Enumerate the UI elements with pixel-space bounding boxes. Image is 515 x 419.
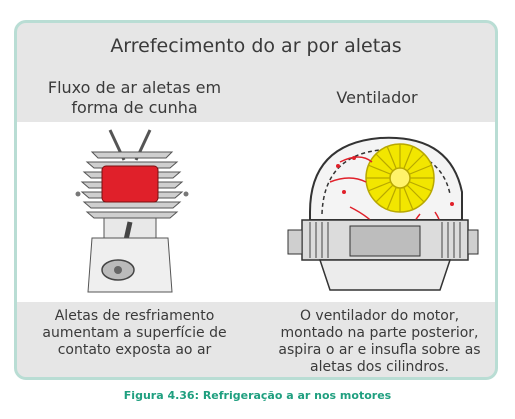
fan-engine-illustration bbox=[287, 136, 479, 291]
right-description: O ventilador do motor, montado na parte … bbox=[278, 308, 481, 375]
left-heading: Fluxo de ar aletas em forma de cunha bbox=[47, 78, 222, 117]
figure-caption: Figura 4.36: Refrigeração a ar nos motor… bbox=[123, 389, 392, 402]
figure-panel: Arrefecimento do ar por aletas Fluxo de … bbox=[14, 20, 498, 380]
cooling-fan-icon bbox=[365, 143, 435, 213]
finned-cylinder-illustration bbox=[75, 129, 189, 293]
figure-title: Arrefecimento do ar por aletas bbox=[110, 35, 402, 57]
left-description: Aletas de resfriamento aumentam a superf… bbox=[42, 308, 227, 358]
right-heading: Ventilador bbox=[336, 88, 418, 107]
illustration-band bbox=[17, 122, 495, 302]
